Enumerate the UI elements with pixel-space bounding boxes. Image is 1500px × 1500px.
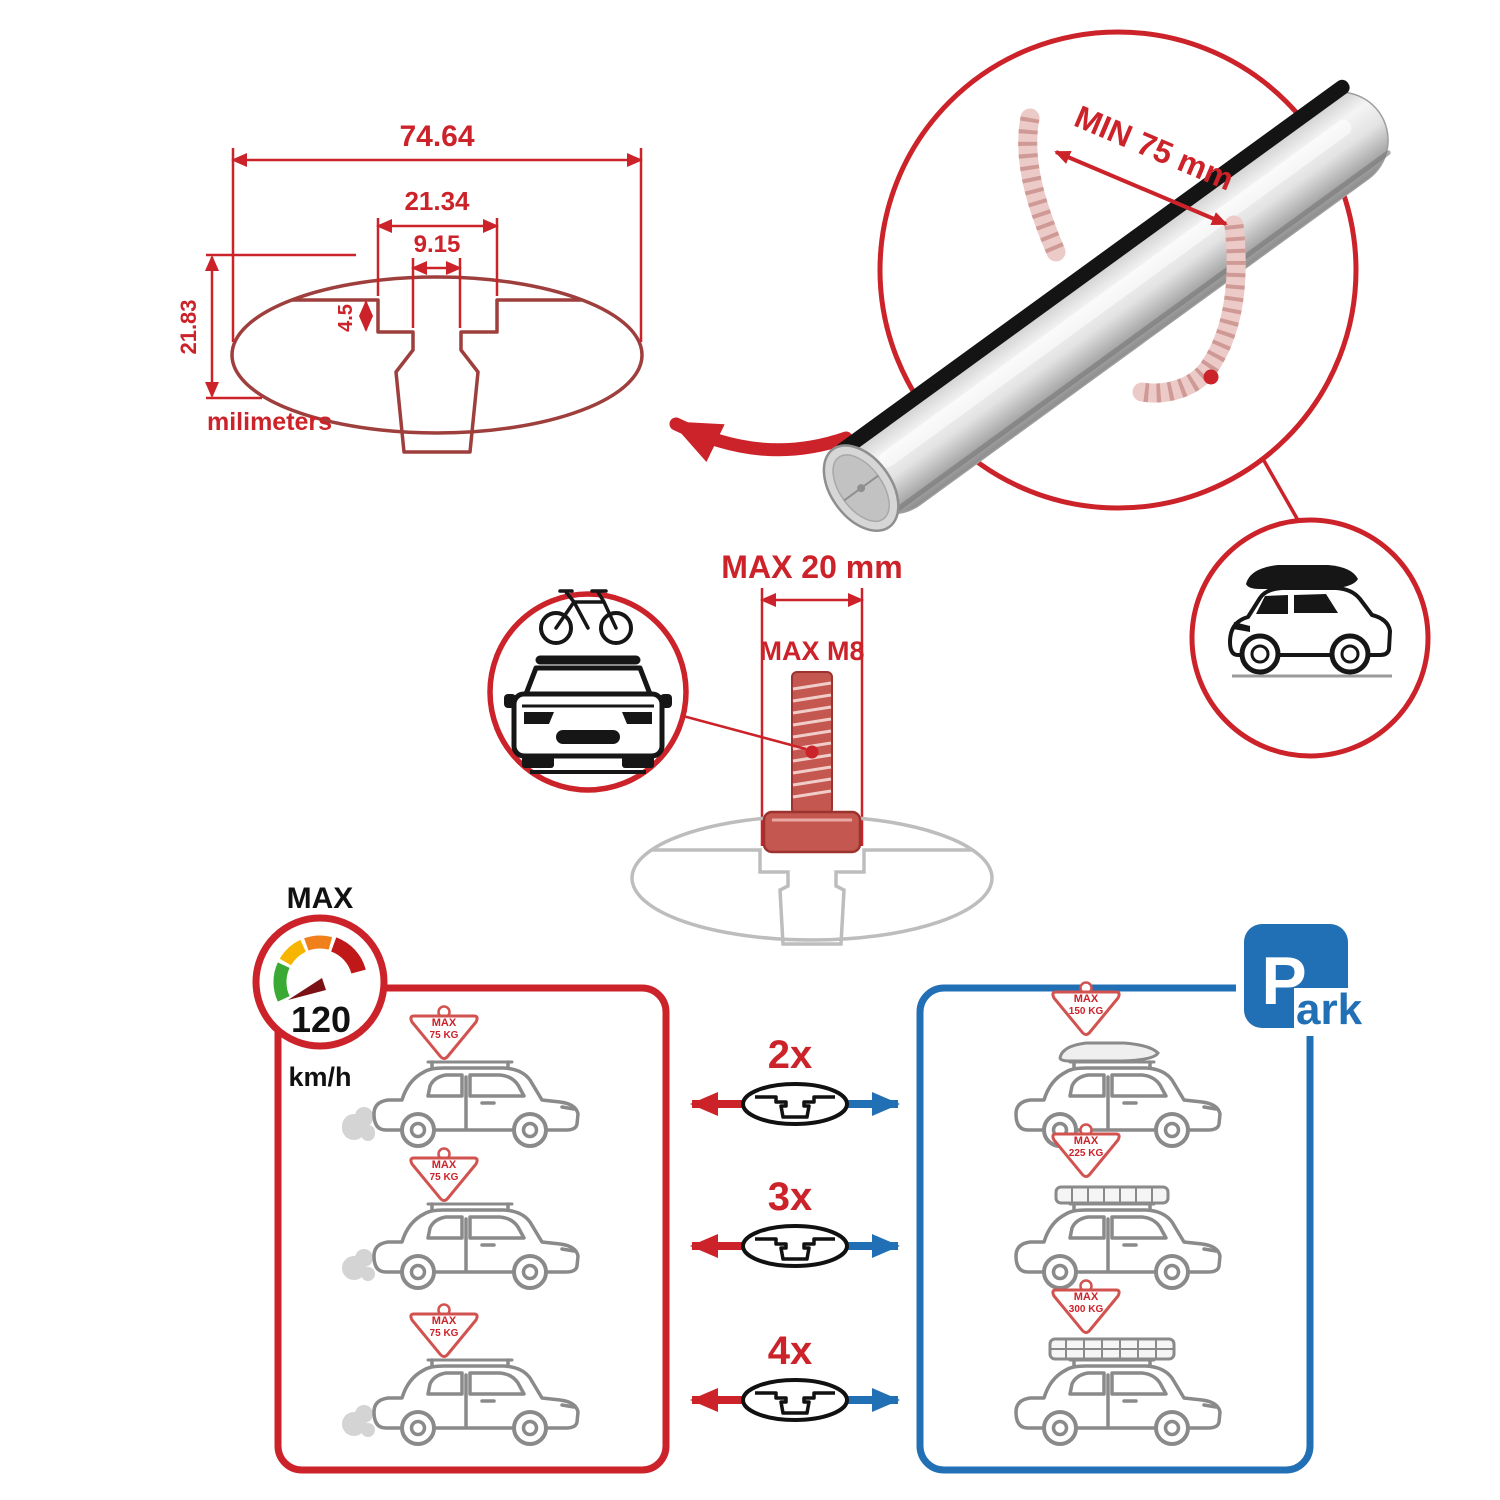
leader-line — [682, 714, 807, 751]
bar-section-ellipse — [230, 275, 644, 435]
crossbar-profile-icon — [741, 1082, 849, 1126]
roof-basket-large — [1048, 1337, 1176, 1361]
flag-title: MAX — [1074, 993, 1099, 1005]
opening-width-label: 21.34 — [404, 186, 470, 216]
gauge-value: 120 — [291, 999, 351, 1040]
flag-load: 75 KG — [430, 1328, 459, 1339]
flag-load: 300 KG — [1069, 1304, 1104, 1315]
step-depth-label: 4.5 — [335, 304, 357, 332]
dimension-diagram: 74.64 21.34 9.15 4.5 21.83 milimeters — [176, 120, 853, 463]
bar-height-label: 21.83 — [176, 299, 201, 354]
flag-load: 150 KG — [1069, 1006, 1104, 1017]
connector-line — [1261, 458, 1301, 523]
count-label: 3x — [768, 1175, 813, 1219]
flag-title: MAX — [432, 1017, 457, 1029]
units-label: milimeters — [207, 408, 332, 436]
parked-car: MAX 225 KG — [1014, 1123, 1222, 1290]
driving-car: MAX 75 KG — [342, 1005, 580, 1148]
driving-car: MAX 75 KG — [342, 1303, 580, 1446]
t-bolt-icon — [762, 671, 862, 854]
flag-load: 75 KG — [430, 1172, 459, 1183]
clamp-strap-front — [1132, 215, 1246, 403]
suv-roofbox-circle — [1189, 517, 1431, 759]
crossbar-profile-icon — [741, 1224, 849, 1268]
flag-title: MAX — [1074, 1291, 1099, 1303]
attachment-dot — [805, 745, 819, 759]
gauge-needle — [288, 978, 326, 1000]
count-label: 4x — [768, 1329, 813, 1373]
roof-basket — [1054, 1185, 1170, 1205]
min-span-arrow — [1054, 150, 1228, 226]
parked-car: MAX 150 KG — [1014, 981, 1222, 1148]
gauge-units: km/h — [288, 1062, 351, 1092]
crossbar-detail-circle: MIN 75 mm — [822, 29, 1391, 532]
car-front-icon — [504, 655, 672, 774]
flag-load: 75 KG — [430, 1030, 459, 1041]
max-width-label: MAX 20 mm — [721, 549, 902, 585]
max-thread-label: MAX M8 — [759, 636, 864, 666]
sign-letter-p: P — [1261, 943, 1306, 1019]
bike-icon — [539, 589, 633, 645]
sign-suffix: ark — [1296, 985, 1363, 1034]
flag-title: MAX — [432, 1159, 457, 1171]
speed-gauge: MAX 120 km/h — [252, 882, 388, 1092]
flag-title: MAX — [1074, 1135, 1099, 1147]
gauge-arcs — [273, 935, 366, 1002]
parking-sign: P ark — [1236, 916, 1372, 1036]
crossbar-profile-icon — [741, 1378, 849, 1422]
crossbar-count-arrows: 2x 3x 4x — [690, 1033, 900, 1422]
roof-box — [1058, 1041, 1160, 1063]
flag-title: MAX — [432, 1315, 457, 1327]
slot-width-label: 9.15 — [414, 231, 461, 258]
sign-notch — [1294, 988, 1372, 1032]
bolt-detail: MAX 20 mm MAX M8 — [630, 549, 994, 946]
gauge-max-label: MAX — [287, 882, 354, 915]
flag-load: 225 KG — [1069, 1148, 1104, 1159]
parked-car: MAX 300 KG — [1014, 1279, 1222, 1446]
suv-roofbox-icon — [1228, 565, 1392, 678]
bike-car-circle — [487, 589, 689, 793]
driving-car: MAX 75 KG — [342, 1147, 580, 1290]
pointer-arrow — [669, 417, 853, 463]
attachment-dot — [1203, 369, 1219, 385]
clamp-strap-rear-threads — [1018, 116, 1065, 256]
count-label: 2x — [768, 1033, 813, 1077]
total-width-label: 74.64 — [399, 120, 474, 153]
t-slot-profile — [292, 298, 582, 454]
